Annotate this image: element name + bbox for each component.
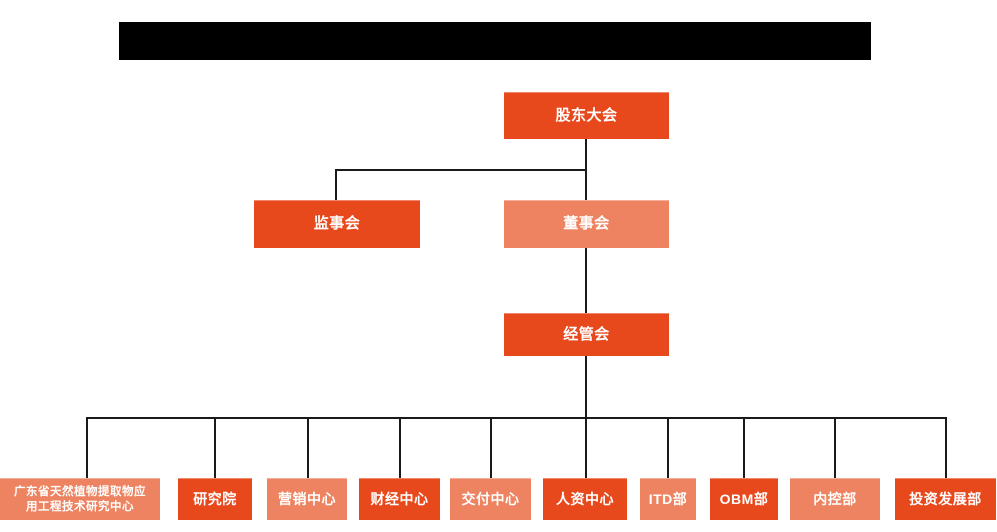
node-delivery[interactable]: 交付中心 [450,478,531,520]
node-investment[interactable]: 投资发展部 [895,478,996,520]
node-hr-label: 人资中心 [556,490,614,507]
connector-management-down [585,356,587,418]
connector-level4-bus [86,417,947,419]
node-finance[interactable]: 财经中心 [359,478,440,520]
node-investment-label: 投资发展部 [909,490,982,507]
node-itd-label: ITD部 [648,490,688,507]
connector-drop-delivery [490,417,492,478]
node-management[interactable]: 经管会 [504,313,669,356]
node-delivery-label: 交付中心 [461,490,520,507]
node-supervisors-label: 监事会 [313,215,361,233]
node-institute-label: 研究院 [193,490,237,507]
connector-drop-itd [667,417,669,478]
connector-drop-marketing [307,417,309,478]
node-directors-label: 董事会 [563,215,610,233]
node-internal-control-label: 内控部 [813,490,857,507]
connector-drop-finance [399,417,401,478]
node-obm-label: OBM部 [719,490,769,507]
node-management-label: 经管会 [563,325,610,343]
node-institute[interactable]: 研究院 [178,478,252,520]
node-itd[interactable]: ITD部 [640,478,696,520]
node-internal-control[interactable]: 内控部 [790,478,880,520]
node-obm[interactable]: OBM部 [710,478,778,520]
node-marketing-label: 营销中心 [278,490,336,507]
node-hr[interactable]: 人资中心 [543,478,627,520]
node-directors[interactable]: 董事会 [504,200,669,248]
node-research-center-label: 广东省天然植物提取物应 用工程技术研究中心 [14,486,146,513]
node-finance-label: 财经中心 [370,490,429,507]
node-research-center[interactable]: 广东省天然植物提取物应 用工程技术研究中心 [0,478,160,520]
connector-supervisors-drop [335,169,337,201]
connector-directors-management [585,248,587,314]
connector-drop-institute [214,417,216,478]
connector-shareholders-branch [335,169,587,171]
node-shareholders[interactable]: 股东大会 [504,92,669,139]
node-supervisors[interactable]: 监事会 [254,200,420,248]
connector-drop-investment [945,417,947,478]
node-marketing[interactable]: 营销中心 [267,478,347,520]
connector-drop-obm [743,417,745,478]
connector-drop-research-center [86,417,88,478]
connector-drop-internal-control [834,417,836,478]
node-shareholders-label: 股东大会 [555,106,618,124]
redacted-title-bar [119,22,871,60]
connector-drop-hr [585,417,587,478]
